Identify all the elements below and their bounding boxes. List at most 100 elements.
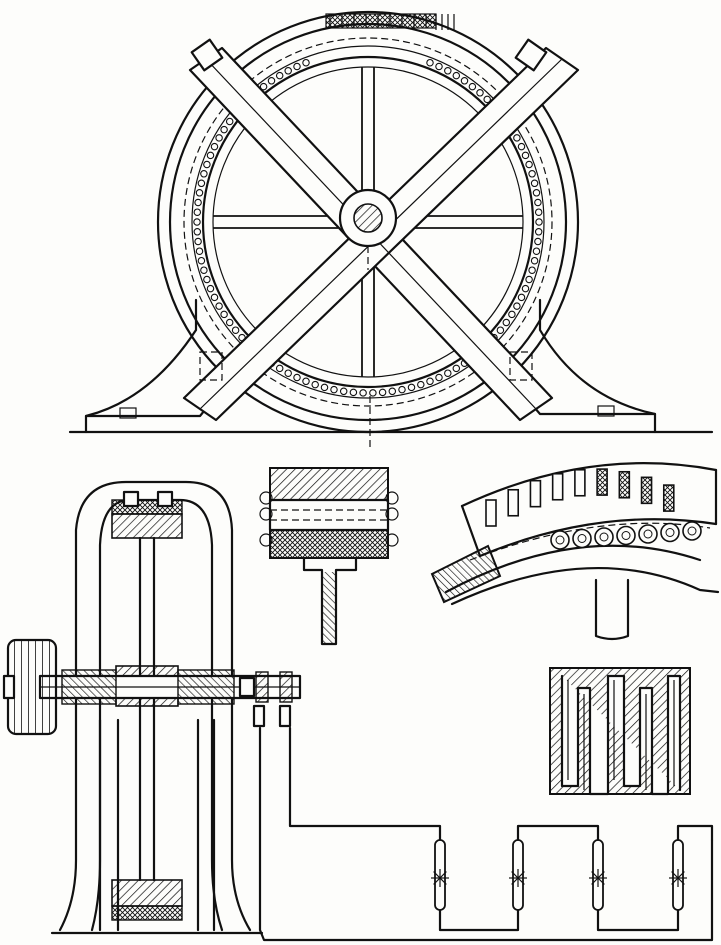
coil-bead bbox=[193, 218, 201, 226]
inner-rim-2 bbox=[212, 66, 524, 378]
coil-bead bbox=[210, 293, 219, 302]
coil-bead bbox=[532, 189, 541, 197]
outer-rim bbox=[156, 10, 580, 434]
pulley-wheel bbox=[6, 638, 58, 736]
coil-circle-outer bbox=[191, 45, 545, 399]
rim-winding bbox=[269, 529, 389, 559]
slot-arc-inner bbox=[478, 518, 718, 558]
slot-coil bbox=[616, 525, 636, 546]
coil-bead bbox=[528, 266, 536, 274]
coil-bead bbox=[259, 82, 268, 91]
slot-coil-core bbox=[665, 528, 675, 537]
zigzag-conductor bbox=[560, 674, 682, 796]
wire-a bbox=[288, 726, 442, 842]
slot-coil-core bbox=[577, 534, 587, 543]
coil-bead bbox=[508, 310, 516, 319]
coil-bead bbox=[460, 77, 469, 85]
slot-coil-core bbox=[555, 535, 565, 545]
coil-bead bbox=[483, 95, 491, 104]
lamp-circuit bbox=[258, 726, 714, 942]
slot-coil bbox=[594, 527, 614, 547]
coil-bead bbox=[225, 117, 234, 126]
slot-coil bbox=[660, 522, 680, 543]
coil-bead bbox=[525, 275, 533, 284]
coil-bead bbox=[194, 198, 202, 207]
bottom-pole-piece bbox=[111, 879, 183, 907]
coil-bead bbox=[426, 377, 434, 386]
slot-stem bbox=[594, 578, 630, 641]
coil-bead bbox=[444, 369, 452, 377]
coil-bead bbox=[220, 310, 228, 319]
coil-bead bbox=[200, 170, 208, 178]
coil-bead bbox=[496, 326, 505, 334]
coil-bead bbox=[513, 302, 521, 310]
lamp-icon bbox=[509, 839, 527, 911]
slot-coil bbox=[638, 524, 658, 544]
lamp-icon bbox=[431, 839, 449, 911]
coil-bead bbox=[452, 71, 461, 80]
coil-bead bbox=[369, 389, 377, 397]
lamp-icon bbox=[669, 839, 687, 911]
coil-bead bbox=[502, 318, 511, 327]
slot-tooth bbox=[529, 479, 542, 508]
cable-icon bbox=[430, 544, 502, 604]
coil-bead bbox=[210, 142, 219, 151]
slot-coils bbox=[550, 521, 702, 550]
coil-bead bbox=[426, 58, 434, 67]
slot-tooth bbox=[507, 488, 520, 517]
coil-bead bbox=[513, 134, 521, 142]
coil-bead bbox=[200, 266, 208, 274]
coil-bead bbox=[534, 237, 542, 246]
top-pole-piece bbox=[111, 513, 183, 539]
slot-coil-core bbox=[599, 532, 609, 542]
housing-outline bbox=[58, 480, 252, 932]
coil-bead bbox=[535, 218, 543, 226]
coil-bead bbox=[378, 388, 387, 397]
coil-bead bbox=[311, 380, 319, 389]
coil-bead bbox=[530, 256, 539, 265]
coil-bead bbox=[349, 388, 358, 397]
coil-bead bbox=[275, 364, 284, 373]
coil-bead bbox=[302, 58, 310, 67]
coil-bead bbox=[407, 383, 416, 392]
coil-bead bbox=[476, 89, 484, 97]
slot-arc-outer bbox=[460, 462, 718, 508]
coil-bead bbox=[225, 318, 234, 327]
coil-bead bbox=[195, 189, 204, 197]
slot-coil bbox=[572, 528, 592, 549]
coil-bead bbox=[444, 67, 452, 75]
slot-coil bbox=[550, 530, 570, 550]
coil-bead bbox=[330, 385, 338, 394]
shaft-section bbox=[353, 203, 383, 233]
front-elevation bbox=[68, 10, 714, 448]
coil-bead bbox=[206, 284, 215, 293]
coil-bead bbox=[530, 179, 539, 188]
coil-bead bbox=[267, 77, 276, 85]
right-foot bbox=[538, 298, 657, 434]
coil-bead bbox=[452, 364, 461, 373]
coil-bead bbox=[284, 369, 292, 377]
coil-bead bbox=[220, 125, 228, 134]
coil-bead bbox=[525, 160, 533, 169]
coil-bead bbox=[215, 302, 223, 310]
top-winding-teeth bbox=[325, 13, 455, 30]
winding-detail bbox=[549, 667, 691, 796]
slot-teeth bbox=[485, 468, 675, 527]
slot-tooth bbox=[485, 499, 497, 527]
rim-dashed-circle bbox=[183, 37, 553, 407]
coil-bead bbox=[517, 293, 526, 302]
coil-bead bbox=[521, 151, 530, 160]
slot-coil-core bbox=[687, 526, 697, 536]
slot-tooth bbox=[662, 484, 675, 512]
coil-bead bbox=[293, 373, 301, 382]
coil-bead bbox=[194, 237, 202, 246]
right-bolt-icon bbox=[597, 405, 615, 417]
slot-tooth bbox=[640, 476, 653, 505]
coil-bead bbox=[435, 62, 443, 71]
coil-bead bbox=[532, 247, 541, 255]
coil-bead bbox=[435, 373, 443, 382]
coil-bead bbox=[517, 142, 526, 151]
coil-bead bbox=[215, 134, 223, 142]
coil-bead bbox=[231, 326, 240, 334]
